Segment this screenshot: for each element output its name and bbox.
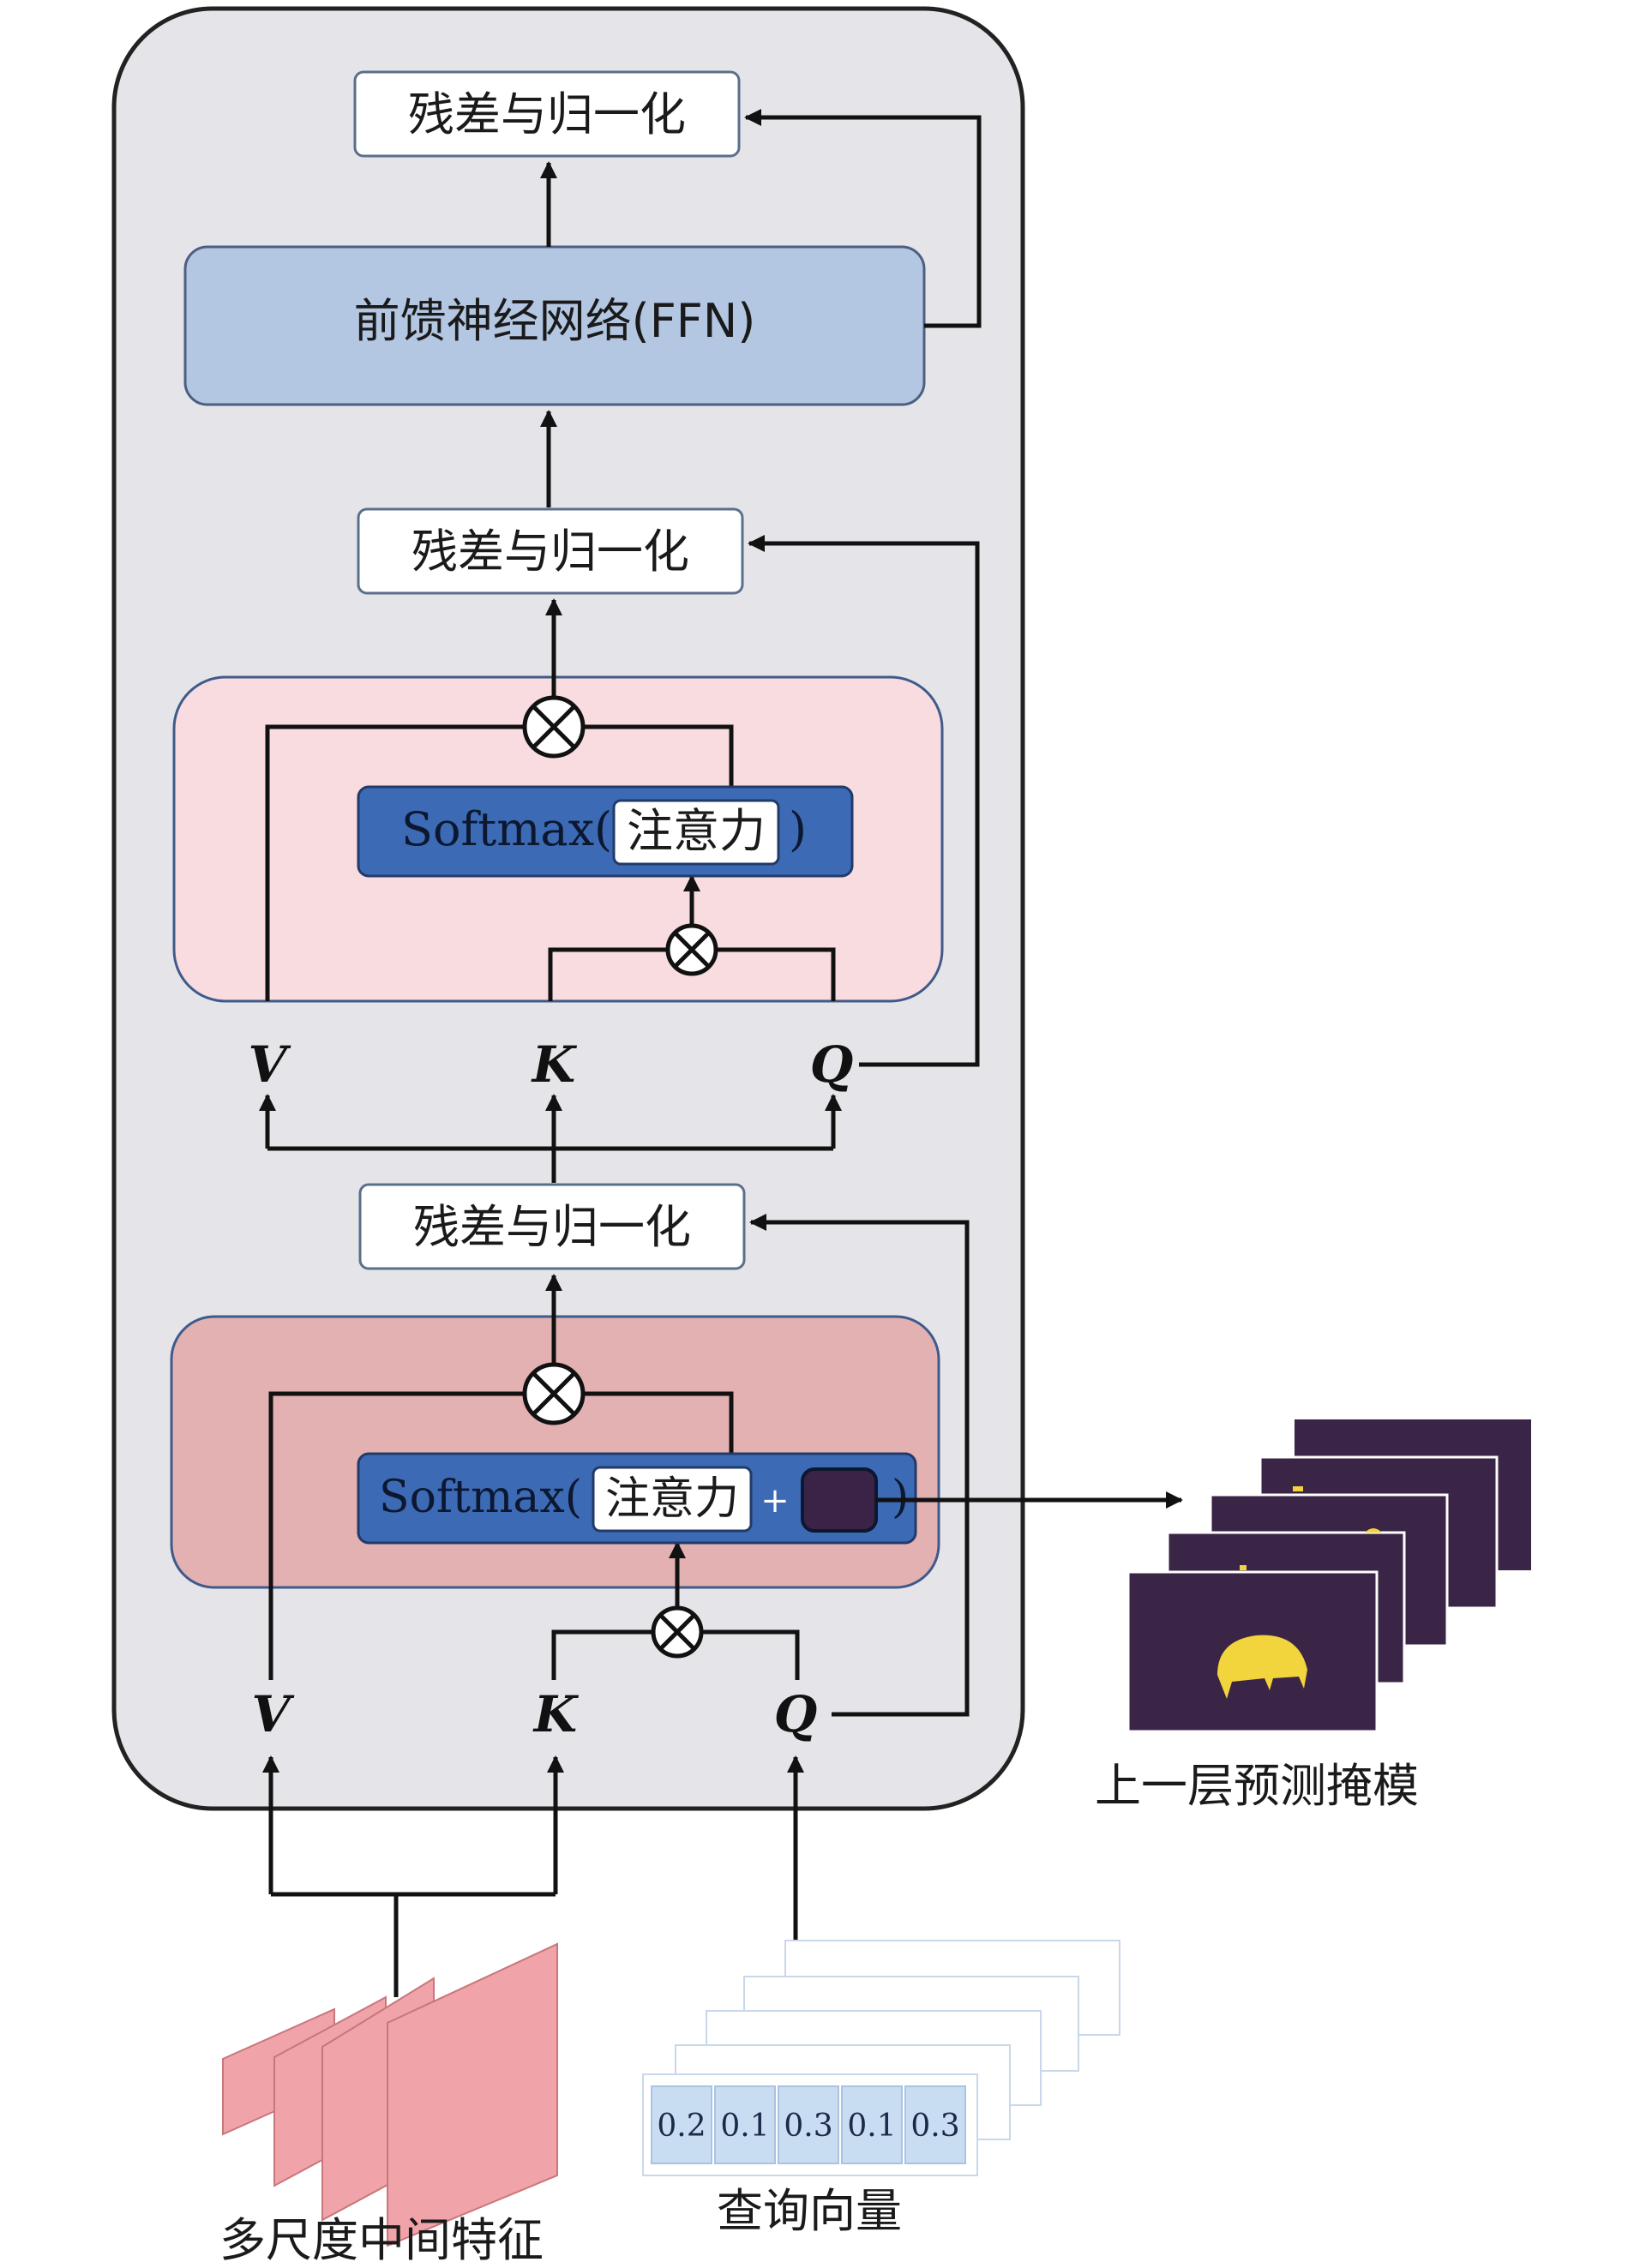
mask-square (801, 1467, 878, 1533)
key-label-lower: K (532, 1685, 580, 1743)
key-label-upper: K (531, 1035, 578, 1094)
add-norm-bottom: 残差与归一化 (358, 1183, 746, 1270)
multiply-node-cross-bottom (665, 923, 718, 976)
query-vector-stack: 0.2 0.1 0.3 0.1 0.3 (642, 1940, 1120, 2176)
svg-text:残差与归一化: 残差与归一化 (408, 87, 686, 141)
add-norm-middle: 残差与归一化 (357, 507, 744, 595)
multiply-node-masked-bottom (651, 1605, 704, 1659)
value-label-upper: V (248, 1035, 291, 1094)
masks-caption: 上一层预测掩模 (1095, 1759, 1419, 1813)
query-cell-value: 0.1 (720, 2109, 769, 2144)
add-norm-top: 残差与归一化 (353, 70, 741, 158)
query-label-upper: Q (810, 1035, 854, 1094)
query-cell-value: 0.2 (657, 2109, 706, 2144)
value-label-lower: V (251, 1685, 294, 1743)
svg-text:): ) (892, 1472, 909, 1523)
ffn-block: 前馈神经网络(FFN) (183, 245, 926, 406)
mask-object-icon (1217, 1635, 1307, 1699)
query-cell (778, 2085, 839, 2164)
svg-text:前馈神经网络(FFN): 前馈神经网络(FFN) (354, 294, 756, 348)
query-cell-value: 0.3 (910, 2109, 959, 2144)
softmax-masked: Softmax( 注意力 + ) (357, 1452, 917, 1545)
query-cell-value: 0.3 (784, 2109, 832, 2144)
multiply-node-cross-top (522, 695, 586, 759)
query-cell-value: 0.1 (847, 2109, 896, 2144)
query-cell (714, 2085, 776, 2164)
query-cell (841, 2085, 903, 2164)
svg-text:Softmax(: Softmax( (379, 1472, 582, 1523)
queries-caption: 查询向量 (717, 2184, 902, 2238)
svg-text:注意力: 注意力 (605, 1473, 739, 1525)
svg-text:残差与归一化: 残差与归一化 (413, 1200, 691, 1254)
svg-text:Softmax(: Softmax( (401, 802, 612, 856)
multiply-node-masked-top (522, 1362, 586, 1425)
features-caption: 多尺度中间特征 (219, 2213, 544, 2267)
mask-stack (1126, 1419, 1531, 1733)
softmax-cross: Softmax( 注意力 ) (357, 785, 854, 878)
svg-text:+: + (760, 1481, 790, 1521)
svg-text:): ) (789, 802, 807, 856)
feature-maps (222, 1942, 558, 2247)
query-label-lower: Q (774, 1685, 818, 1743)
query-cell (904, 2085, 966, 2164)
svg-text:残差与归一化: 残差与归一化 (412, 525, 689, 579)
query-cell (651, 2085, 712, 2164)
svg-text:注意力: 注意力 (627, 804, 766, 858)
